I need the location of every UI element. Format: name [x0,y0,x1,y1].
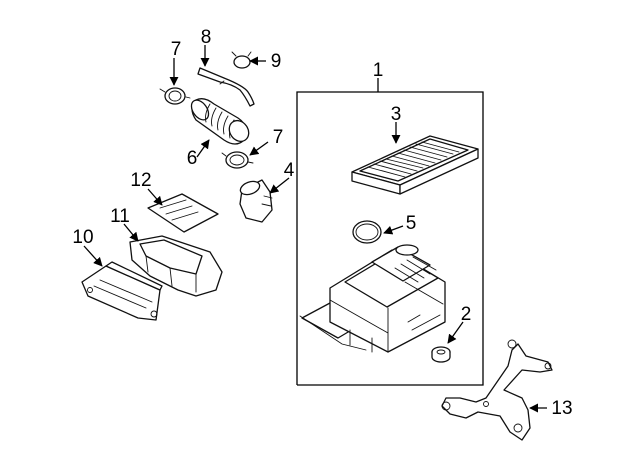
callout-7a: 7 [171,39,182,60]
callout-10: 10 [72,227,93,248]
callout-4: 4 [284,160,295,181]
callout-3: 3 [391,104,402,125]
callout-6: 6 [187,148,198,169]
intake-duct[interactable] [188,97,253,145]
callout-12: 12 [130,170,151,191]
small-hose-clamp[interactable] [231,51,252,69]
vent-hose[interactable] [197,67,255,107]
callout-8: 8 [201,27,212,48]
seal-ring[interactable] [352,220,382,244]
callout-5: 5 [406,213,417,234]
callout-7b: 7 [273,127,284,148]
mass-air-flow-adapter[interactable] [239,179,273,223]
callout-11: 11 [110,206,130,227]
callout-2: 2 [461,304,472,325]
callout-13: 13 [551,398,572,419]
callout-labels: 1 2 3 4 5 6 7 7 8 9 10 11 12 13 [72,27,572,419]
grommet[interactable] [431,346,451,363]
air-filter-element[interactable] [351,135,479,195]
air-cleaner-housing[interactable] [299,244,446,353]
callout-1: 1 [373,60,384,81]
lower-hose-clamp[interactable] [221,151,254,169]
lower-support-bracket[interactable] [81,261,163,321]
mounting-bracket[interactable] [441,339,553,441]
callout-9: 9 [271,51,282,72]
filter-cover[interactable] [147,193,219,233]
callout-leaders [83,45,547,413]
upper-hose-clamp[interactable] [159,87,191,105]
air-cleaner-assembly-box [296,78,484,386]
resonator-box[interactable] [129,235,223,297]
